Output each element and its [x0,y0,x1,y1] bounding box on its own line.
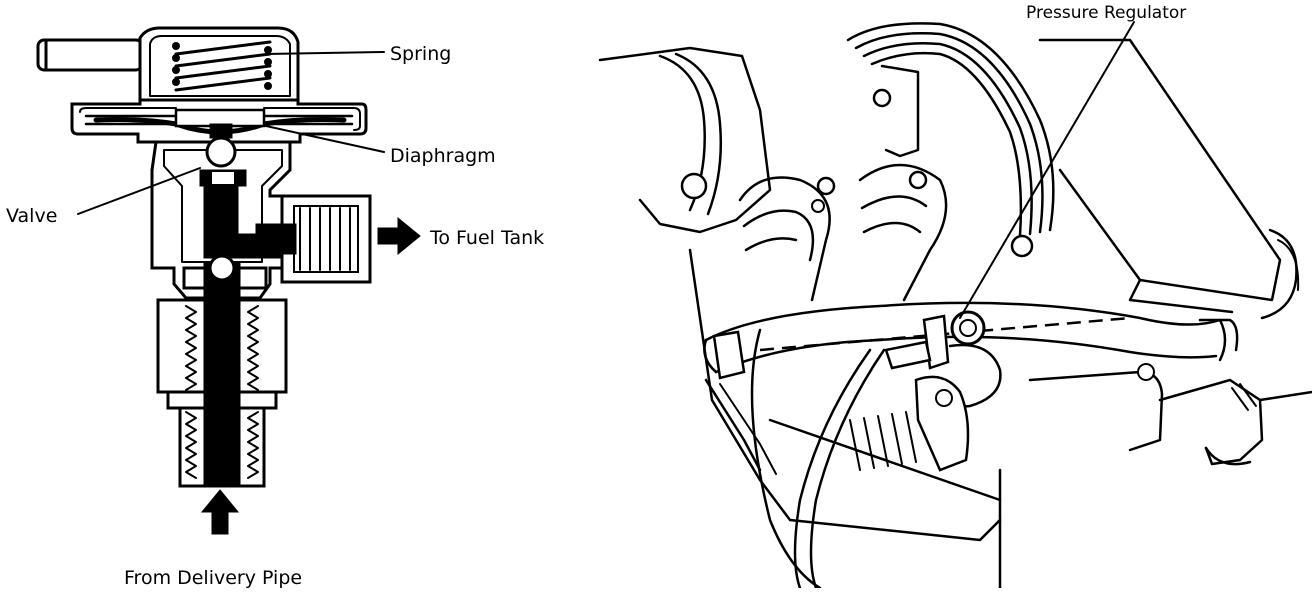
label-diaphragm: Diaphragm [390,145,496,167]
return-outlet-port [255,194,372,284]
label-valve: Valve [6,205,57,227]
spring-housing [138,26,300,102]
inlet-fitting [156,254,288,488]
engine-view: Pressure Regulator [598,3,1312,590]
intake-plenum [598,46,772,234]
label-to-fuel-tank: To Fuel Tank [429,227,544,249]
wiring-harness [846,22,1055,258]
spring-coils [172,40,272,92]
vacuum-nipple [36,38,144,72]
label-pressure-regulator: Pressure Regulator [1026,3,1186,23]
flow-arrow-from-pipe [200,489,240,535]
intake-hoses [738,163,948,302]
flow-arrow-to-tank [377,216,421,256]
leader-pressure-regulator [959,21,1135,319]
lower-manifold [688,248,1312,590]
valve-body [150,136,292,300]
leader-lines-cutaway [77,51,385,215]
regulator-cutaway: Spring Diaphragm Valve To Fuel Tank From… [6,26,544,589]
diaphragm-flange [70,98,368,144]
engine-cover [1038,38,1300,320]
label-spring: Spring [390,43,451,65]
pressure-regulator-part [884,310,1002,472]
label-from-delivery-pipe: From Delivery Pipe [124,567,302,588]
